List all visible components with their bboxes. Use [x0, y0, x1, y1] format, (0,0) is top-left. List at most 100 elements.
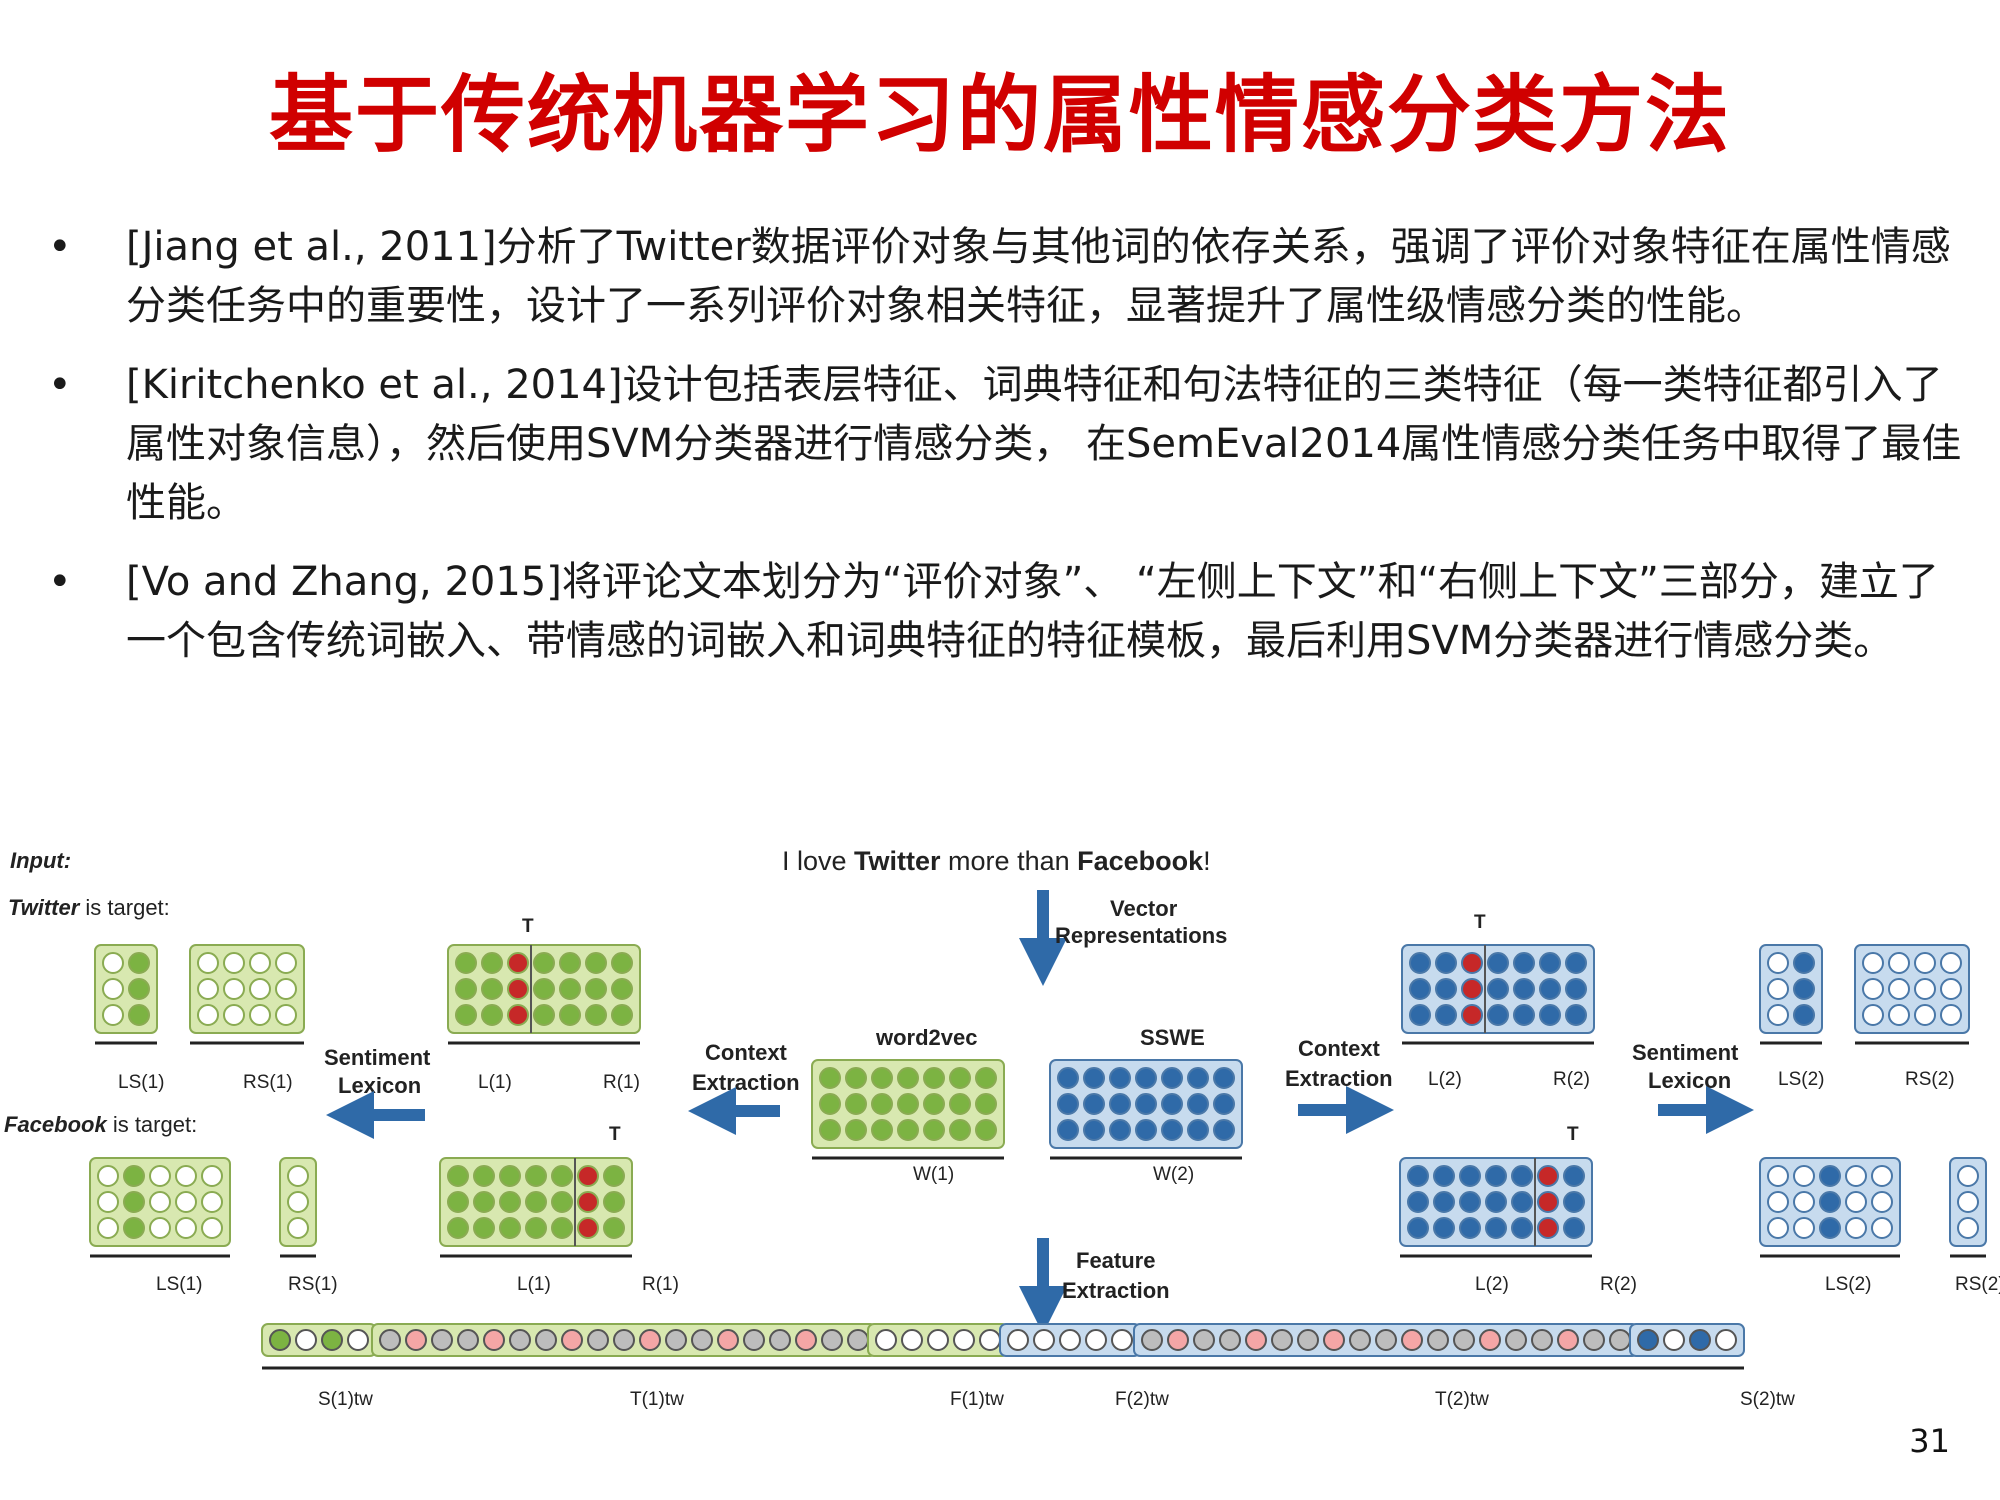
matrix-cell — [1057, 1119, 1079, 1141]
matrix-cell — [175, 1165, 197, 1187]
matrix-cell — [577, 1191, 599, 1213]
context-matrix-twitter-left — [447, 944, 641, 1045]
matrix-cell — [1409, 978, 1431, 1000]
ttw1-label: T(1)tw — [630, 1389, 684, 1410]
matrix-cell — [1845, 1191, 1867, 1213]
matrix-cell — [1565, 978, 1587, 1000]
feature-cell — [1007, 1329, 1029, 1351]
matrix-cell — [871, 1119, 893, 1141]
matrix-cell — [1793, 1217, 1815, 1239]
matrix-cell — [1083, 1093, 1105, 1115]
l1-label: L(1) — [478, 1072, 512, 1093]
ftw1-label: F(1)tw — [950, 1389, 1004, 1410]
matrix-cell — [1767, 1217, 1789, 1239]
matrix-cell — [1435, 952, 1457, 974]
matrix-cell — [845, 1119, 867, 1141]
matrix-cell — [123, 1217, 145, 1239]
matrix-cell — [1539, 952, 1561, 974]
matrix-cell — [1513, 952, 1535, 974]
matrix-cell — [611, 978, 633, 1000]
matrix-cell — [1513, 978, 1535, 1000]
matrix-cell — [128, 952, 150, 974]
matrix-cell — [551, 1217, 573, 1239]
matrix-cell — [1135, 1093, 1157, 1115]
t-mark: T — [609, 1124, 621, 1145]
matrix-cell — [123, 1165, 145, 1187]
matrix-cell — [1487, 1004, 1509, 1026]
matrix-cell — [611, 1004, 633, 1026]
matrix-cell — [1213, 1119, 1235, 1141]
matrix-cell — [1135, 1067, 1157, 1089]
feature-cell — [1715, 1329, 1737, 1351]
matrix-cell — [1459, 1217, 1481, 1239]
matrix-cell — [1940, 978, 1962, 1000]
matrix-cell — [1433, 1191, 1455, 1213]
ttw2-label: T(2)tw — [1435, 1389, 1489, 1410]
matrix-cell — [1161, 1067, 1183, 1089]
matrix-cell — [1767, 978, 1789, 1000]
bullet-item: •[Kiritchenko et al., 2014]设计包括表层特征、词典特征… — [48, 356, 1968, 533]
matrix-cell — [845, 1093, 867, 1115]
bullet-item: •[Vo and Zhang, 2015]将评论文本划分为“评价对象”、 “左侧… — [48, 553, 1968, 671]
feature-cell — [1479, 1329, 1501, 1351]
matrix-cell — [1485, 1191, 1507, 1213]
matrix-cell — [975, 1093, 997, 1115]
context-matrix-facebook-right — [1399, 1157, 1593, 1258]
matrix-cell — [97, 1191, 119, 1213]
matrix-cell — [1487, 952, 1509, 974]
matrix-cell — [551, 1191, 573, 1213]
feature-cell — [1059, 1329, 1081, 1351]
matrix-cell — [249, 978, 271, 1000]
matrix-cell — [1409, 952, 1431, 974]
matrix-cell — [1109, 1119, 1131, 1141]
feature-cell — [1033, 1329, 1055, 1351]
matrix-cell — [1435, 978, 1457, 1000]
feature-cell — [1637, 1329, 1659, 1351]
matrix-cell — [949, 1119, 971, 1141]
matrix-cell — [1914, 978, 1936, 1000]
matrix-cell — [949, 1067, 971, 1089]
matrix-cell — [507, 952, 529, 974]
matrix-cell — [201, 1217, 223, 1239]
matrix-cell — [1433, 1217, 1455, 1239]
t-mark: T — [522, 916, 534, 937]
matrix-cell — [1793, 1191, 1815, 1213]
l1-label: L(1) — [517, 1274, 551, 1295]
matrix-cell — [197, 952, 219, 974]
matrix-cell — [1957, 1191, 1979, 1213]
matrix-cell — [1871, 1217, 1893, 1239]
r2-label: R(2) — [1600, 1274, 1637, 1295]
matrix-cell — [819, 1067, 841, 1089]
t-mark: T — [1474, 912, 1486, 933]
matrix-cell — [577, 1165, 599, 1187]
matrix-cell — [1409, 1004, 1431, 1026]
w1-label: W(1) — [913, 1164, 954, 1185]
r1-label: R(1) — [642, 1274, 679, 1295]
matrix-cell — [1407, 1217, 1429, 1239]
feature-cell — [295, 1329, 317, 1351]
matrix-cell — [128, 978, 150, 1000]
feature-cell — [691, 1329, 713, 1351]
facebook-target-label: Facebook is target: — [4, 1112, 197, 1137]
matrix-cell — [1461, 978, 1483, 1000]
feature-cell — [1663, 1329, 1685, 1351]
matrix-cell — [1187, 1067, 1209, 1089]
matrix-cell — [1767, 1191, 1789, 1213]
matrix-cell — [897, 1093, 919, 1115]
matrix-cell — [1888, 1004, 1910, 1026]
feature-cell — [587, 1329, 609, 1351]
matrix-cell — [149, 1217, 171, 1239]
matrix-cell — [1407, 1191, 1429, 1213]
sswe-matrix — [1049, 1059, 1243, 1160]
feature-cell — [1167, 1329, 1189, 1351]
matrix-cell — [533, 952, 555, 974]
matrix-cell — [923, 1093, 945, 1115]
feature-cell — [483, 1329, 505, 1351]
matrix-cell — [249, 952, 271, 974]
matrix-cell — [473, 1217, 495, 1239]
matrix-cell — [1563, 1165, 1585, 1187]
